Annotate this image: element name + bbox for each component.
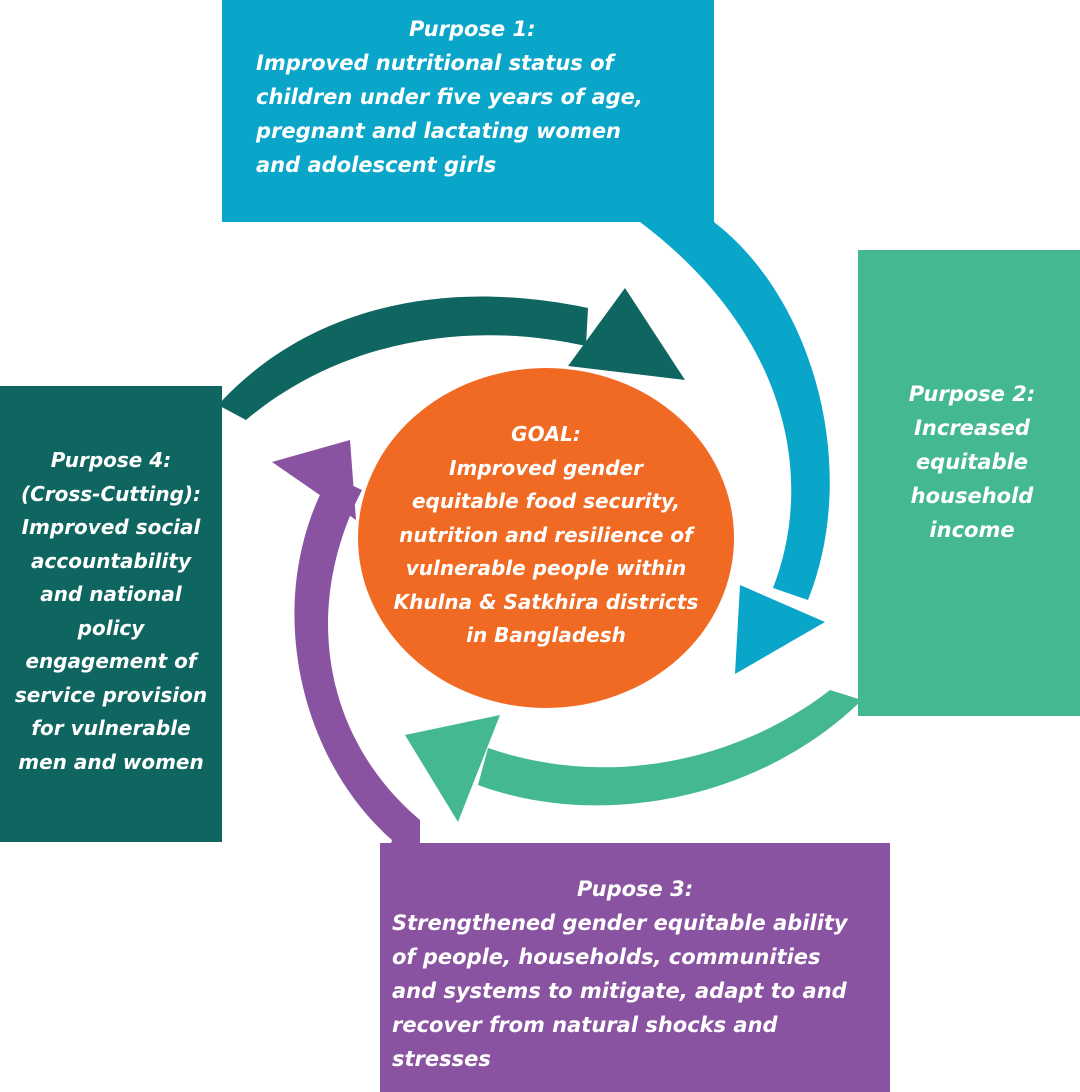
- goal-line: Khulna & Satkhira districts: [393, 589, 699, 614]
- purpose-4-arrowhead: [568, 288, 685, 380]
- purpose-1-label: Purpose 1: Improved nutritional status o…: [256, 12, 643, 182]
- purpose-2-box: [858, 250, 1080, 716]
- goal-line: nutrition and resilience of: [399, 522, 693, 547]
- purpose-1-arrow: [640, 222, 830, 600]
- purpose-2-line: income: [929, 518, 1015, 542]
- purpose-4-line: men and women: [18, 749, 204, 774]
- purpose-3-line: and systems to mitigate, adapt to and: [392, 979, 847, 1003]
- purpose-1-box: [222, 0, 714, 222]
- purpose-1-line: Improved nutritional status of: [256, 51, 614, 75]
- purpose-4-label: Purpose 4: (Cross-Cutting): Improved soc…: [0, 444, 222, 779]
- purpose-3-arrow: [294, 475, 420, 865]
- goal-line: vulnerable people within: [405, 556, 687, 580]
- purpose-3-box: [380, 843, 890, 1092]
- purpose-4-line: (Cross-Cutting):: [20, 481, 202, 506]
- purpose-3-label: Pupose 3: Strengthened gender equitable …: [392, 872, 848, 1076]
- purpose-2-arrow: [478, 690, 862, 806]
- purpose-3-line: of people, households, communities: [392, 945, 821, 969]
- purpose-4-line: Improved social: [21, 515, 201, 539]
- goal-line: equitable food security,: [411, 489, 681, 513]
- purpose-1-line: children under five years of age,: [256, 85, 643, 109]
- purpose-1-title: Purpose 1:: [409, 17, 536, 41]
- purpose-4-line: service provision: [14, 682, 208, 707]
- purpose-2-line: household: [910, 484, 1034, 508]
- purpose-4-box: [0, 386, 222, 842]
- purpose-4-arrow: [218, 296, 588, 420]
- goal-label: GOAL: Improved gender equitable food sec…: [366, 418, 726, 653]
- purpose-3-line: recover from natural shocks and: [392, 1013, 778, 1037]
- purpose-4-line: and national: [40, 582, 182, 606]
- purpose-2-line: Increased: [914, 416, 1030, 440]
- purpose-2-line: equitable: [915, 450, 1029, 474]
- purpose-4-line: policy: [77, 615, 145, 640]
- purpose-2-title: Purpose 2:: [908, 382, 1036, 406]
- purpose-1-line: pregnant and lactating women: [256, 119, 622, 143]
- purpose-2-label: Purpose 2: Increased equitable household…: [892, 377, 1052, 547]
- purpose-3-title: Pupose 3:: [577, 877, 694, 901]
- goal-title: GOAL:: [511, 422, 581, 446]
- purpose-4-line: for vulnerable: [31, 716, 191, 740]
- goal-circle: [358, 368, 734, 708]
- purpose-4-title: Purpose 4:: [50, 448, 172, 472]
- purpose-1-arrowhead: [735, 585, 825, 674]
- purpose-3-arrowhead: [272, 440, 356, 520]
- goal-line: in Bangladesh: [466, 623, 626, 647]
- purpose-3-line: stresses: [392, 1047, 491, 1071]
- goal-line: Improved gender: [449, 455, 643, 480]
- purpose-3-line: Strengthened gender equitable ability: [392, 911, 848, 935]
- purpose-2-arrowhead: [405, 715, 500, 822]
- purpose-4-line: engagement of: [25, 649, 197, 673]
- purpose-1-line: and adolescent girls: [256, 153, 497, 177]
- purpose-4-line: accountability: [31, 548, 191, 573]
